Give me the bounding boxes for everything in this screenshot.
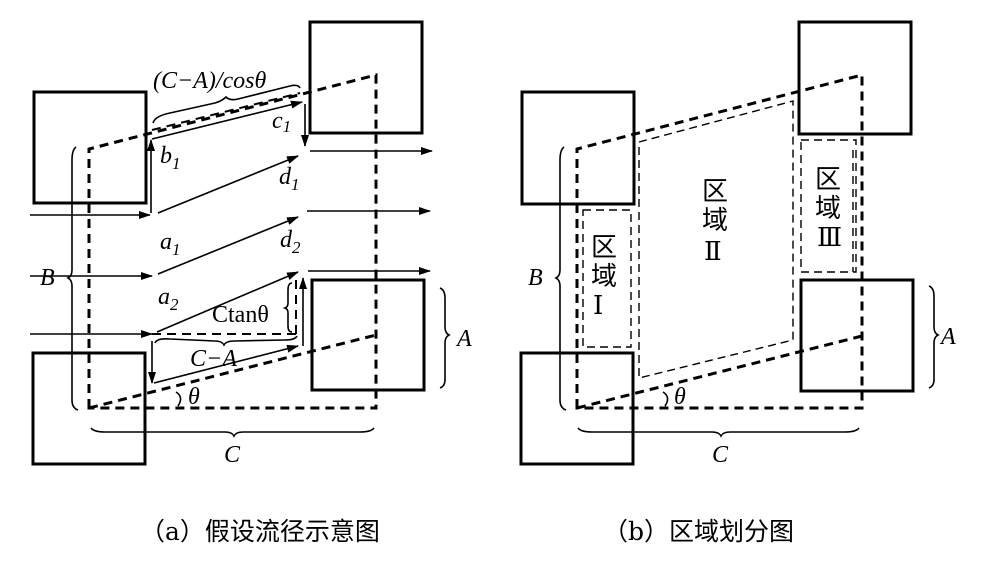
- caption-b: （b）区域划分图: [603, 517, 794, 546]
- label-d2: d2: [280, 227, 301, 257]
- region-3-label: 区 域 Ⅲ: [815, 165, 842, 253]
- slanted-bottom-line: [576, 334, 863, 410]
- obstacle-box-top-right: [308, 20, 424, 135]
- label-a2: a2: [158, 284, 179, 314]
- flow-arrow-c1: [151, 100, 303, 140]
- label-b1: b1: [160, 143, 181, 173]
- region-3-outline: [800, 139, 857, 273]
- obstacle-box-bottom-right: [799, 278, 915, 393]
- svg-text:域: 域: [702, 206, 728, 236]
- brace-A: [439, 287, 451, 389]
- label-theta: θ: [188, 384, 200, 410]
- obstacle-box-bottom-right: [310, 278, 426, 392]
- brace-C: [577, 427, 860, 438]
- brace-c-minus-a: [154, 335, 298, 347]
- label-theta: θ: [674, 384, 686, 410]
- label-c1: c1: [272, 108, 291, 136]
- domain-outline: [575, 73, 864, 410]
- svg-text:Ⅰ: Ⅰ: [593, 291, 603, 321]
- obstacle-box-top-right: [797, 20, 913, 136]
- svg-text:Ⅲ: Ⅲ: [817, 223, 842, 253]
- flow-arrow-d1: [157, 155, 299, 214]
- brace-B: [66, 146, 79, 411]
- domain-outline: [87, 73, 378, 410]
- panel-b: 区 域 Ⅰ 区 域 Ⅱ 区 域 Ⅲ θ B A C （b）区域划分图: [519, 20, 956, 546]
- brace-ctan: [282, 282, 293, 333]
- svg-text:域: 域: [591, 262, 617, 292]
- label-B: B: [528, 265, 543, 291]
- label-C: C: [712, 442, 729, 468]
- slanted-bottom-line: [88, 333, 377, 410]
- angle-arc: [175, 391, 182, 407]
- label-c-minus-a: C−A: [190, 346, 237, 372]
- region-1-label: 区 域 Ⅰ: [591, 233, 617, 321]
- region-2-label: 区 域 Ⅱ: [702, 177, 728, 267]
- obstacle-box-top-left: [32, 90, 148, 205]
- brace-A: [928, 285, 940, 389]
- svg-text:区: 区: [591, 233, 617, 263]
- brace-C: [90, 427, 375, 438]
- brace-top: [152, 84, 301, 124]
- svg-text:域: 域: [815, 194, 841, 224]
- region-1-outline: [582, 209, 632, 348]
- flow-arrow-d2: [157, 216, 299, 275]
- svg-text:Ⅱ: Ⅱ: [704, 237, 722, 267]
- panel-a: (C−A)/cosθ c1 b1 d1 a1 d2 a2 Ctanθ C−A θ…: [30, 20, 472, 546]
- svg-text:区: 区: [702, 177, 728, 207]
- label-A: A: [455, 326, 472, 352]
- label-A: A: [939, 324, 956, 350]
- angle-arc: [662, 391, 669, 407]
- label-a1: a1: [160, 229, 181, 259]
- obstacle-box-bottom-left: [31, 351, 147, 466]
- label-ca-cos: (C−A)/cosθ: [153, 68, 267, 94]
- flow-arrow-a2: [156, 271, 299, 333]
- label-d1: d1: [279, 164, 300, 194]
- flow-arrow-ca: [153, 344, 299, 384]
- dashed-path-top: [151, 92, 301, 131]
- caption-a: （a）假设流径示意图: [140, 517, 380, 546]
- brace-B: [554, 146, 567, 411]
- label-B: B: [40, 265, 55, 291]
- svg-text:区: 区: [815, 165, 841, 195]
- region-2-outline: [638, 100, 794, 379]
- label-ctan-theta: Ctanθ: [212, 302, 269, 328]
- label-C: C: [224, 442, 241, 468]
